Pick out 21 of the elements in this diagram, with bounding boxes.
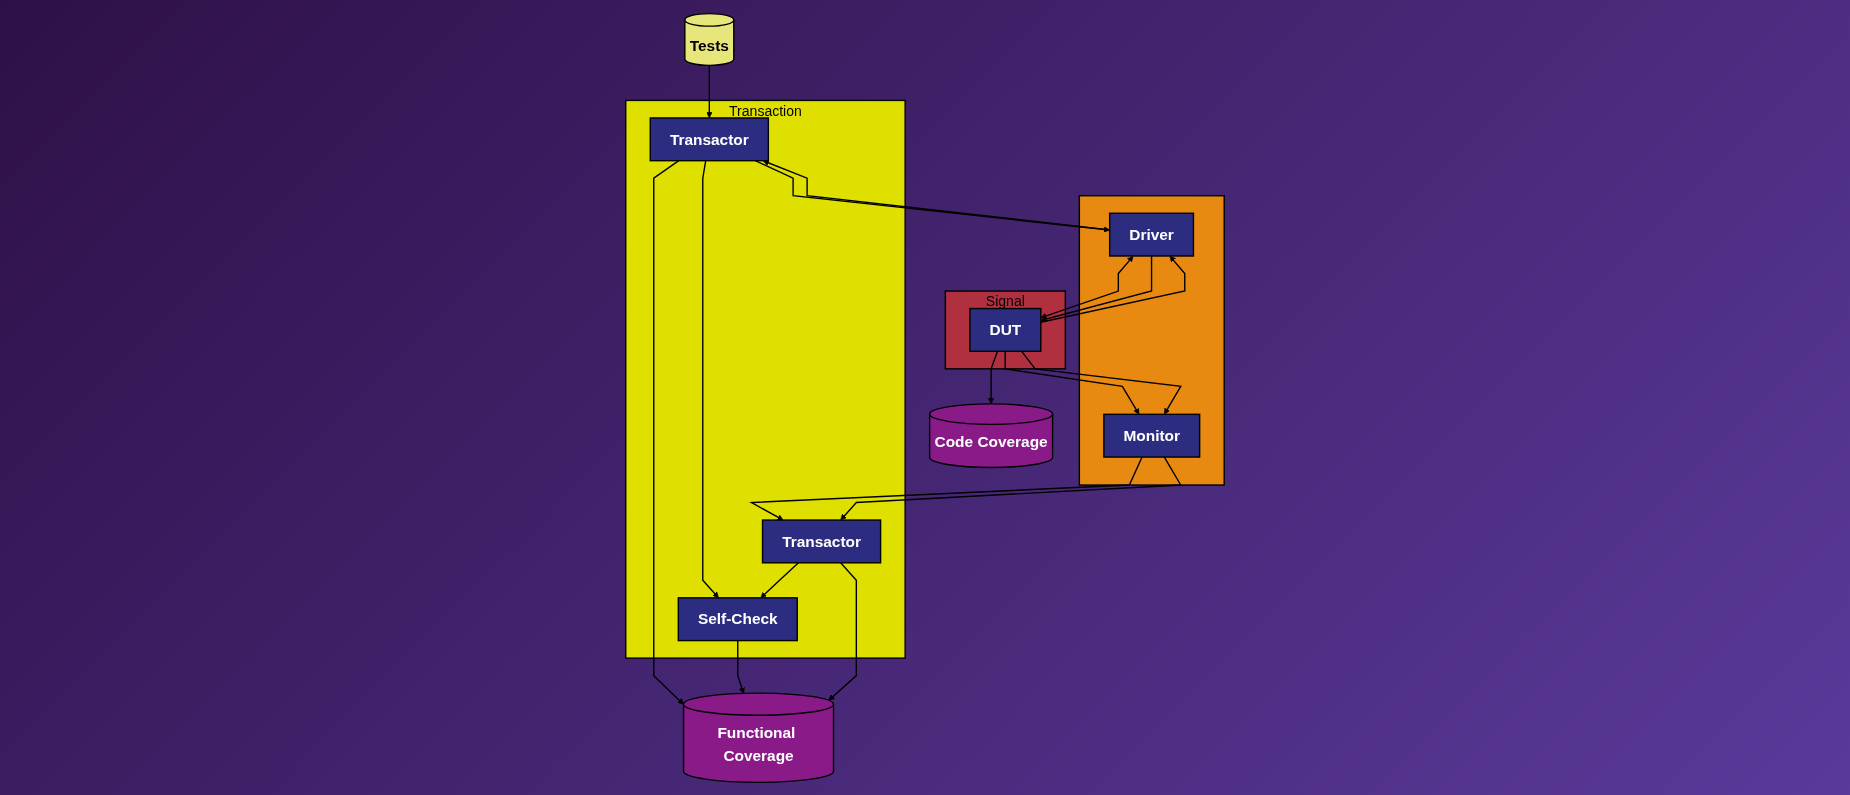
arrow <box>760 561 800 598</box>
cluster <box>1078 194 1225 486</box>
arrow <box>706 64 713 118</box>
arrow <box>1040 254 1153 322</box>
node-box: DUT <box>969 307 1042 352</box>
arrow <box>737 639 745 694</box>
arrow <box>1021 350 1182 415</box>
arrow <box>1004 350 1140 415</box>
node-box: Transactor <box>761 518 882 563</box>
arrow <box>653 159 684 705</box>
node-box: Transactor <box>649 116 770 161</box>
arrow <box>749 455 1143 520</box>
arrow <box>1040 255 1134 319</box>
arrow <box>702 159 719 598</box>
arrow <box>988 350 999 404</box>
arrow <box>1040 255 1186 323</box>
arrow <box>828 561 858 701</box>
node-box: Self-Check <box>677 596 798 641</box>
node-box: Monitor <box>1103 413 1201 458</box>
arrow <box>840 455 1182 520</box>
node-box: Driver <box>1109 212 1195 257</box>
